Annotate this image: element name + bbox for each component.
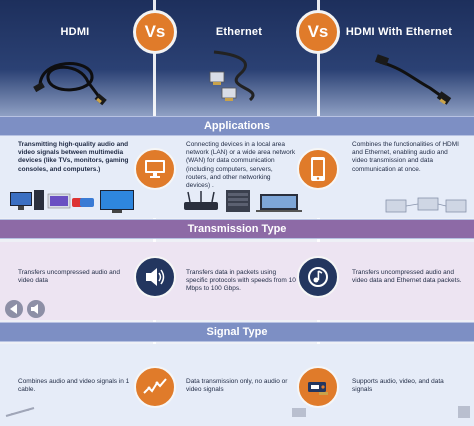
signal-combined-text: Supports audio, video, and data signals [352, 378, 444, 394]
hdmi-ethernet-cable-icon [374, 54, 452, 105]
ethernet-cable-icon [209, 50, 255, 102]
transmission-band [0, 242, 474, 320]
multimedia-devices-illustration [10, 190, 134, 213]
section-transmission: Transmission Type [0, 219, 474, 239]
vs-badge-right: Vs [296, 10, 340, 54]
speaker-icon [134, 256, 176, 298]
signal-ethernet-text: Data transmission only, no audio or vide… [186, 378, 288, 394]
applications-ethernet-text: Connecting devices in a local area netwo… [186, 141, 296, 190]
applications-hdmi-text: Transmitting high-quality audio and vide… [18, 141, 129, 173]
signal-band [0, 344, 474, 426]
transmission-hdmi-text: Transfers uncompressed audio and video d… [18, 269, 121, 285]
applications-combined-text: Combines the functionalities of HDMI and… [352, 141, 459, 173]
media-device-icon [297, 366, 339, 408]
signal-wave-icon [134, 366, 176, 408]
transmission-combined-text: Transfers uncompressed audio and video d… [352, 269, 462, 285]
music-note-icon [297, 256, 339, 298]
audio-controls-illustration [5, 300, 45, 318]
section-signal: Signal Type [0, 322, 474, 342]
column-title-hdmi: HDMI [60, 26, 90, 38]
transmission-ethernet-text: Transfers data in packets using specific… [186, 269, 296, 293]
network-devices-illustration [184, 190, 302, 212]
combined-devices-illustration [385, 197, 467, 213]
column-title-hdmi-ethernet: HDMI With Ethernet [345, 26, 453, 38]
section-applications: Applications [0, 116, 474, 136]
smartphone-icon [297, 148, 339, 190]
cable-decoration-illustration [5, 407, 35, 417]
signal-hdmi-text: Combines audio and video signals in 1 ca… [18, 378, 130, 394]
vs-badge-left: Vs [133, 10, 177, 54]
column-title-ethernet: Ethernet [215, 26, 263, 38]
hdmi-cable-icon [33, 62, 107, 106]
monitor-icon [134, 148, 176, 190]
corner-decoration [458, 406, 470, 418]
small-device-decoration [292, 408, 306, 417]
